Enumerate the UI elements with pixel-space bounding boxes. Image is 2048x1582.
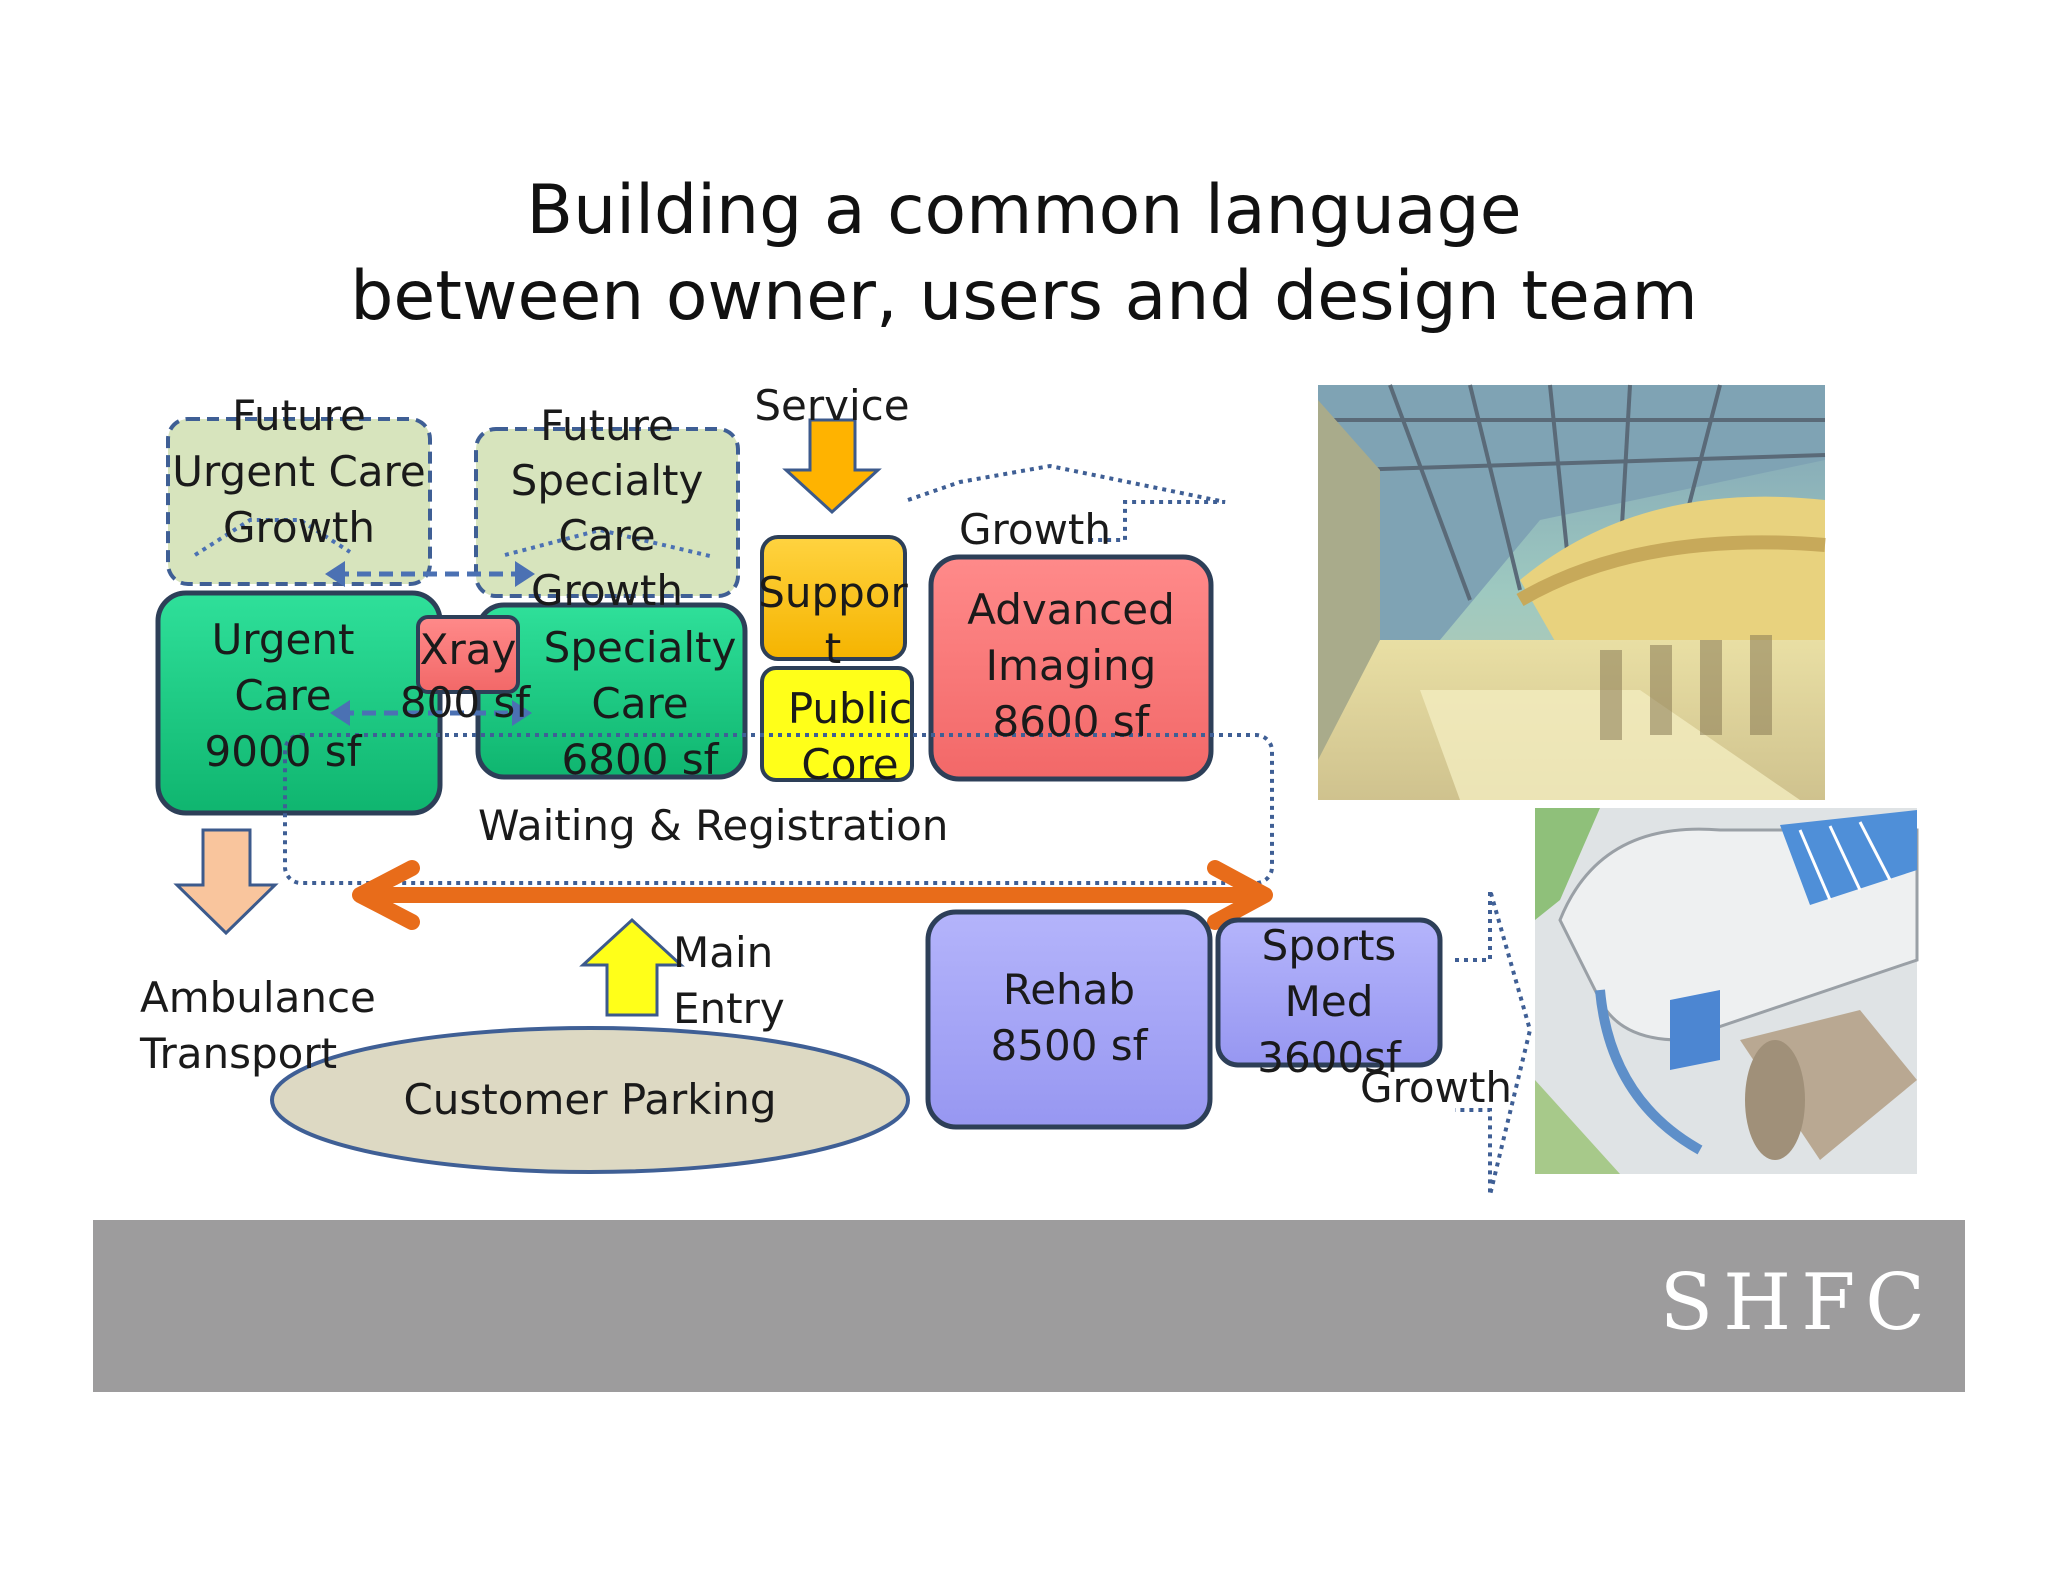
main-entry-arrow xyxy=(579,917,685,1017)
rehab-block xyxy=(925,909,1213,1130)
future-link-arrowhead-left xyxy=(325,561,345,587)
growth-right-label: Growth xyxy=(1360,1063,1513,1112)
ambulance-arrow xyxy=(173,828,279,936)
advanced-imaging-label: Advanced Imaging 8600 sf xyxy=(967,585,1175,746)
specialty-care-label: Specialty Care 6800 sf xyxy=(543,623,737,784)
service-label: Service xyxy=(754,381,910,430)
future-link-arrowhead-right xyxy=(515,561,535,587)
slide-title-line-2: between owner, users and design team xyxy=(350,257,1698,336)
public-core-label: Public Core xyxy=(787,684,913,789)
support-label: Suppor t xyxy=(758,568,908,673)
waiting-registration-label: Waiting & Registration xyxy=(478,801,949,850)
support-block xyxy=(760,535,907,661)
growth-arrow-specialty xyxy=(504,527,711,558)
main-entry-label: Main Entry xyxy=(673,928,785,1033)
building-model-image xyxy=(1535,808,1919,1174)
rehab-label: Rehab 8500 sf xyxy=(990,965,1148,1070)
slide-title-line-1: Building a common language xyxy=(526,171,1522,250)
waiting-registration-outline xyxy=(283,733,1274,885)
care-link-arrowhead-left xyxy=(330,700,350,726)
future-specialty-care-growth-label: Future Specialty Care Growth xyxy=(510,401,704,615)
customer-parking-ellipse xyxy=(270,1026,910,1174)
future-urgent-care-box xyxy=(166,417,432,586)
growth-outline-right xyxy=(1455,889,1533,1196)
public-core-block xyxy=(760,666,914,782)
xray-block xyxy=(416,615,520,694)
brand-logo-text: SHFC xyxy=(1659,1258,1935,1348)
circulation-arrowhead-right xyxy=(1207,860,1273,930)
growth-outline-top xyxy=(907,463,1226,542)
growth-arrow-urgent xyxy=(193,518,352,557)
future-specialty-care-box xyxy=(474,427,740,598)
urgent-care-label: Urgent Care 9000 sf xyxy=(204,615,362,776)
xray-label: Xray xyxy=(419,625,517,674)
ambulance-transport-label: Ambulance Transport xyxy=(140,973,376,1078)
future-urgent-care-growth-label: Future Urgent Care Growth xyxy=(172,391,426,552)
urgent-care-block xyxy=(155,590,443,816)
xray-area-label: 800 sf xyxy=(399,678,531,727)
growth-top-label: Growth xyxy=(958,505,1112,554)
advanced-imaging-block xyxy=(928,554,1214,782)
care-link-arrowhead-right xyxy=(512,700,532,726)
footer-band: SHFC xyxy=(93,1220,1965,1392)
service-arrow xyxy=(782,418,882,515)
customer-parking-label: Customer Parking xyxy=(403,1075,777,1124)
circulation-arrowhead-left xyxy=(352,860,420,930)
sports-med-block xyxy=(1215,917,1443,1068)
sports-med-label: Sports Med 3600sf xyxy=(1257,921,1401,1082)
atrium-rendering-image xyxy=(1318,384,1826,800)
